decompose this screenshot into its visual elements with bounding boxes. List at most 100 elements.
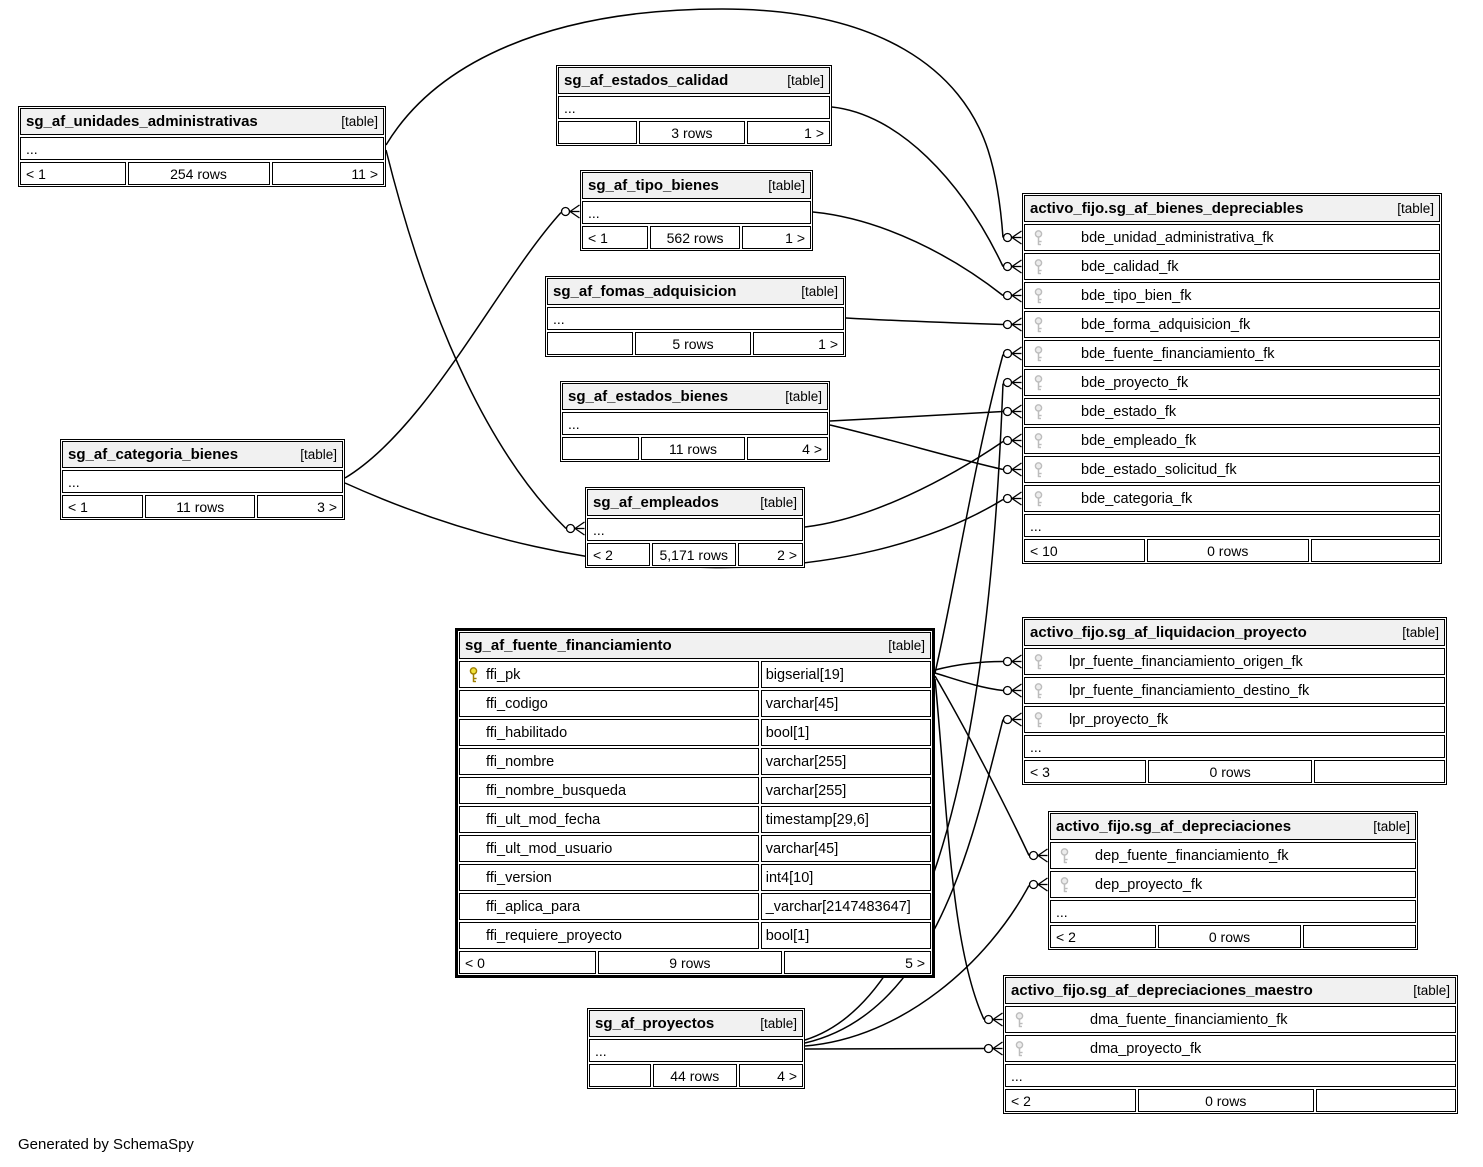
- table-header[interactable]: sg_af_fuente_financiamiento[table]: [459, 632, 931, 659]
- table-sg_af_fuente_financiamiento: sg_af_fuente_financiamiento[table]ffi_pk…: [455, 628, 935, 978]
- exported-keys-count: 4 >: [738, 1064, 803, 1087]
- column-type: varchar[255]: [765, 753, 847, 770]
- table-header[interactable]: activo_fijo.sg_af_depreciaciones[table]: [1050, 813, 1416, 840]
- column-name-cell: ffi_version: [459, 864, 759, 891]
- imported-keys-count: < 2: [1005, 1089, 1136, 1112]
- column-type-cell: bool[1]: [760, 922, 931, 949]
- imported-keys-count: < 1: [62, 495, 144, 518]
- exported-keys-count: [1315, 1089, 1456, 1112]
- table-header[interactable]: activo_fijo.sg_af_bienes_depreciables[ta…: [1024, 195, 1440, 222]
- column-name-cell: ffi_nombre_busqueda: [459, 777, 759, 804]
- foreign-key-icon: [1033, 653, 1044, 670]
- row-count: 0 rows: [1158, 925, 1301, 948]
- table-header[interactable]: sg_af_tipo_bienes[table]: [582, 172, 811, 199]
- exported-keys-count: [1314, 760, 1445, 783]
- table-type-badge: [table]: [1402, 625, 1439, 640]
- relationship-edge: [804, 375, 1022, 1041]
- relationship-edge: [812, 211, 1022, 303]
- zero-or-one-dot: [1002, 377, 1013, 388]
- zero-or-one-dot: [1002, 714, 1013, 725]
- row-count: 44 rows: [653, 1064, 737, 1087]
- foreign-key-icon: [1033, 403, 1044, 420]
- row-count: 562 rows: [650, 226, 740, 249]
- foreign-key-icon: [1014, 1011, 1025, 1028]
- foreign-key-icon: [1033, 258, 1044, 275]
- table-header[interactable]: activo_fijo.sg_af_depreciaciones_maestro…: [1005, 977, 1456, 1004]
- column-name: ffi_codigo: [486, 695, 548, 712]
- more-columns-ellipsis: ...: [1024, 514, 1440, 537]
- table-header[interactable]: sg_af_proyectos[table]: [589, 1010, 803, 1037]
- table-name: sg_af_categoria_bienes: [68, 446, 239, 463]
- column-name: ffi_aplica_para: [486, 898, 581, 915]
- table-header[interactable]: sg_af_estados_bienes[table]: [562, 383, 828, 410]
- column-name: lpr_fuente_financiamiento_destino_fk: [1069, 682, 1310, 699]
- row-count: 5 rows: [635, 332, 751, 355]
- more-columns-ellipsis: ...: [1050, 900, 1416, 923]
- column-type-cell: timestamp[29,6]: [760, 806, 931, 833]
- column-name-cell: ffi_ult_mod_usuario: [459, 835, 759, 862]
- column-type-cell: _varchar[2147483647]: [760, 893, 931, 920]
- row-count: 254 rows: [127, 162, 270, 185]
- column-row: dep_fuente_financiamiento_fk: [1050, 842, 1416, 869]
- column-name: ffi_ult_mod_usuario: [486, 840, 613, 857]
- exported-keys-count: [1302, 925, 1416, 948]
- table-name: sg_af_fomas_adquisicion: [553, 283, 737, 300]
- column-name: bde_forma_adquisicion_fk: [1081, 316, 1251, 333]
- column-type: _varchar[2147483647]: [765, 898, 911, 915]
- column-name-cell: ffi_requiere_proyecto: [459, 922, 759, 949]
- relationship-edge: [831, 106, 1022, 274]
- foreign-key-icon: [1033, 345, 1044, 362]
- imported-keys-count: [547, 332, 634, 355]
- column-row: lpr_fuente_financiamiento_destino_fk: [1024, 677, 1445, 704]
- more-columns-ellipsis: ...: [20, 137, 384, 160]
- column-row: bde_estado_fk: [1024, 398, 1440, 425]
- schemaspy-credit: Generated by SchemaSpy: [18, 1136, 194, 1153]
- column-name-cell: ffi_nombre: [459, 748, 759, 775]
- zero-or-one-dot: [1002, 493, 1013, 504]
- column-type: varchar[45]: [765, 695, 839, 712]
- table-header[interactable]: sg_af_categoria_bienes[table]: [62, 441, 343, 468]
- column-name: bde_categoria_fk: [1081, 490, 1193, 507]
- relationship-edge: [385, 8, 1022, 245]
- column-row: dma_proyecto_fk: [1005, 1035, 1456, 1062]
- relationship-edge: [934, 346, 1022, 674]
- column-type-cell: varchar[255]: [760, 777, 931, 804]
- column-name: lpr_fuente_financiamiento_origen_fk: [1069, 653, 1303, 670]
- exported-keys-count: 1 >: [741, 226, 811, 249]
- column-name: dep_proyecto_fk: [1095, 876, 1203, 893]
- column-name: bde_calidad_fk: [1081, 258, 1179, 275]
- column-name: bde_estado_fk: [1081, 403, 1177, 420]
- table-header[interactable]: sg_af_fomas_adquisicion[table]: [547, 278, 844, 305]
- column-row: bde_proyecto_fk: [1024, 369, 1440, 396]
- row-count: 0 rows: [1148, 760, 1313, 783]
- more-columns-ellipsis: ...: [62, 470, 343, 493]
- table-header[interactable]: sg_af_estados_calidad[table]: [558, 67, 830, 94]
- zero-or-one-dot: [565, 523, 576, 534]
- column-row: dma_fuente_financiamiento_fk: [1005, 1006, 1456, 1033]
- foreign-key-icon: [1014, 1040, 1025, 1057]
- foreign-key-icon: [1033, 374, 1044, 391]
- table-name: sg_af_proyectos: [595, 1015, 715, 1032]
- column-type: bool[1]: [765, 724, 810, 741]
- column-row: lpr_fuente_financiamiento_origen_fk: [1024, 648, 1445, 675]
- zero-or-one-dot: [983, 1043, 994, 1054]
- table-header[interactable]: activo_fijo.sg_af_liquidacion_proyecto[t…: [1024, 619, 1445, 646]
- row-count: 9 rows: [597, 951, 782, 974]
- table-header[interactable]: sg_af_unidades_administrativas[table]: [20, 108, 384, 135]
- row-count: 0 rows: [1146, 539, 1309, 562]
- table-header[interactable]: sg_af_empleados[table]: [587, 489, 803, 516]
- foreign-key-icon: [1059, 847, 1070, 864]
